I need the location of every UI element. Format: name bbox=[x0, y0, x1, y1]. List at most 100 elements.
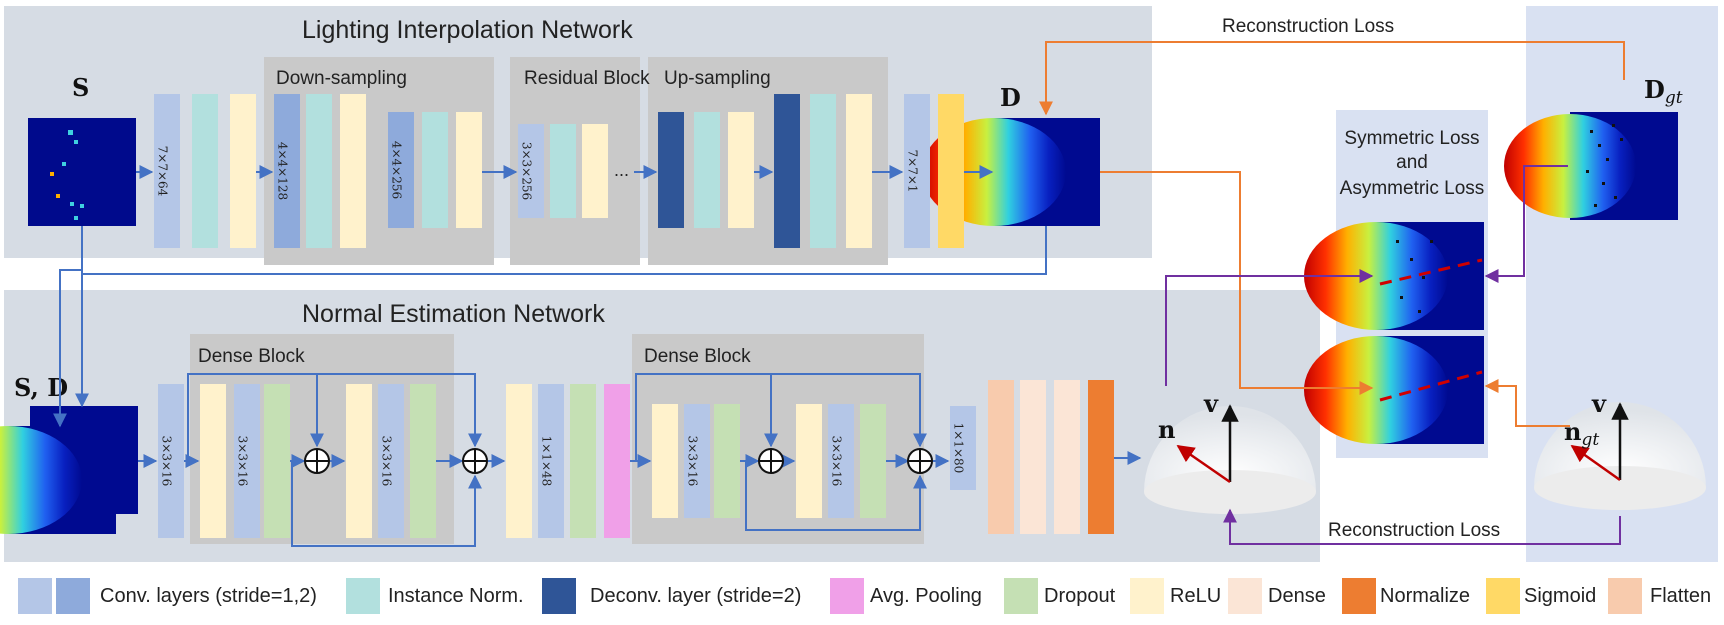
conv-layer-3x3x16 bbox=[234, 384, 260, 538]
avg-pooling-layer bbox=[604, 384, 630, 538]
conv-layer-1x1x80 bbox=[950, 406, 976, 490]
relu-layer bbox=[846, 94, 872, 248]
layer-label-1x1x48: 1×1×48 bbox=[540, 436, 554, 487]
legend-label-deconv: Deconv. layer (stride=2) bbox=[590, 585, 801, 607]
reconstruction-loss-bottom-label: Reconstruction Loss bbox=[1328, 520, 1500, 541]
symbol-n-predicted: n bbox=[1158, 415, 1175, 444]
add-node-3 bbox=[758, 448, 784, 474]
relu-layer bbox=[796, 404, 822, 518]
upsampling-label: Up-sampling bbox=[664, 68, 771, 89]
legend-label-dense: Dense bbox=[1268, 585, 1326, 607]
flatten-layer bbox=[988, 380, 1014, 534]
ground-truth-image-dgt bbox=[1504, 112, 1678, 220]
instance-norm-layer bbox=[694, 112, 720, 228]
deconv-layer bbox=[658, 112, 684, 228]
relu-layer bbox=[340, 94, 366, 248]
conv-layer-4x4x256 bbox=[388, 112, 414, 228]
downsampling-label: Down-sampling bbox=[276, 68, 407, 89]
symbol-s-d: S, D bbox=[14, 373, 68, 402]
conv-layer-3x3x16 bbox=[158, 384, 184, 538]
dropout-layer bbox=[714, 404, 740, 518]
layer-label-7x7x1: 7×7×1 bbox=[906, 149, 920, 192]
layer-label-3x3x16-e: 3×3×16 bbox=[830, 436, 844, 487]
symmetric-loss-line2: and bbox=[1396, 152, 1428, 173]
symmetric-loss-line1: Symmetric Loss bbox=[1344, 128, 1479, 149]
ground-truth-normal-dome bbox=[1534, 402, 1706, 510]
predicted-normal-dome bbox=[1144, 404, 1316, 514]
dropout-layer bbox=[410, 384, 436, 538]
legend: Conv. layers (stride=1,2) Instance Norm.… bbox=[18, 578, 1711, 614]
layer-label-3x3x16-d: 3×3×16 bbox=[686, 436, 700, 487]
dropout-layer bbox=[264, 384, 290, 538]
legend-label-instance-norm: Instance Norm. bbox=[388, 585, 524, 607]
symmetric-image-top bbox=[1304, 222, 1484, 330]
dense-layer bbox=[1054, 380, 1080, 534]
dense-block-1-label: Dense Block bbox=[198, 346, 305, 367]
symmetric-image-bottom bbox=[1304, 336, 1484, 444]
downsampling-block bbox=[264, 57, 494, 265]
symbol-dgt-sub: gt bbox=[1665, 88, 1683, 108]
ellipsis: ... bbox=[614, 160, 629, 180]
symbol-n-gt: ngt bbox=[1564, 417, 1599, 450]
instance-norm-layer bbox=[422, 112, 448, 228]
conv-layer-7x7x64 bbox=[154, 94, 180, 248]
symbol-d-gt: Dgt bbox=[1644, 75, 1683, 108]
legend-swatch-instance-norm bbox=[346, 578, 380, 614]
relu-layer bbox=[200, 384, 226, 538]
conv-layer-3x3x256 bbox=[518, 124, 544, 218]
instance-norm-layer bbox=[550, 124, 576, 218]
dense-layer bbox=[1020, 380, 1046, 534]
input-image-sd bbox=[0, 406, 138, 534]
residual-label: Residual Block bbox=[524, 68, 650, 89]
legend-swatch-conv2 bbox=[56, 578, 90, 614]
legend-swatch-flatten bbox=[1608, 578, 1642, 614]
symbol-sd-separator: , bbox=[30, 373, 47, 402]
reconstruction-loss-top-label: Reconstruction Loss bbox=[1222, 16, 1394, 37]
layer-label-4x4x128: 4×4×128 bbox=[276, 142, 290, 200]
legend-swatch-dropout bbox=[1004, 578, 1038, 614]
legend-swatch-dense bbox=[1228, 578, 1262, 614]
normalize-layer bbox=[1088, 380, 1114, 534]
layer-label-7x7x64: 7×7×64 bbox=[156, 146, 170, 197]
lighting-flow-arrows bbox=[53, 165, 1047, 428]
orange-loss-arrows bbox=[1039, 41, 1625, 427]
conv-layer-3x3x16 bbox=[828, 404, 854, 518]
add-node-1 bbox=[304, 448, 330, 474]
symbol-sd-s: S bbox=[14, 373, 30, 402]
normal-network-title: Normal Estimation Network bbox=[302, 300, 605, 328]
layer-label-3x3x16-b: 3×3×16 bbox=[236, 436, 250, 487]
conv-layer-1x1x48 bbox=[538, 384, 564, 538]
symbol-ngt-sub: gt bbox=[1581, 430, 1599, 450]
symbol-sd-d: D bbox=[47, 373, 68, 402]
conv-layer-3x3x16 bbox=[378, 384, 404, 538]
dropout-layer bbox=[570, 384, 596, 538]
relu-layer bbox=[346, 384, 372, 538]
legend-swatch-relu bbox=[1130, 578, 1164, 614]
relu-layer bbox=[456, 112, 482, 228]
layer-label-3x3x256: 3×3×256 bbox=[520, 142, 534, 200]
legend-swatch-conv1 bbox=[18, 578, 52, 614]
instance-norm-layer bbox=[306, 94, 332, 248]
symmetric-loss-line3: Asymmetric Loss bbox=[1340, 178, 1485, 199]
legend-swatch-sigmoid bbox=[1486, 578, 1520, 614]
legend-swatch-deconv bbox=[542, 578, 576, 614]
add-node-2 bbox=[462, 448, 488, 474]
legend-label-flatten: Flatten bbox=[1650, 585, 1711, 607]
legend-swatch-avg-pooling bbox=[830, 578, 864, 614]
symbol-v-ground-truth: v bbox=[1591, 389, 1607, 418]
lighting-layers bbox=[154, 94, 964, 248]
dense-block-2-label: Dense Block bbox=[644, 346, 751, 367]
relu-layer bbox=[728, 112, 754, 228]
layer-label-4x4x256: 4×4×256 bbox=[390, 141, 404, 199]
relu-layer bbox=[652, 404, 678, 518]
add-node-4 bbox=[907, 448, 933, 474]
conv-layer-4x4x128 bbox=[274, 94, 300, 248]
deconv-layer bbox=[774, 94, 800, 248]
symbol-d: D bbox=[1000, 83, 1021, 112]
dropout-layer bbox=[860, 404, 886, 518]
relu-layer bbox=[506, 384, 532, 538]
conv-layer-7x7x1 bbox=[904, 94, 930, 248]
relu-layer bbox=[582, 124, 608, 218]
